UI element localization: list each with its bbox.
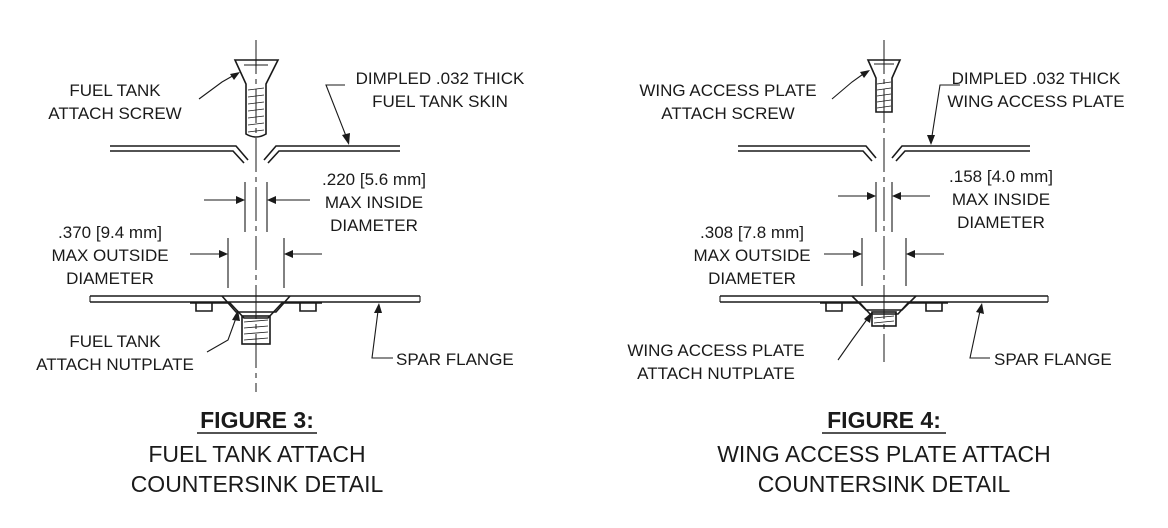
fig4-outside-arrow-right [906,250,915,258]
fig4-inside-dim-2: MAX INSIDE [952,190,1050,209]
fig3-skin-leader [325,84,347,137]
fig4-inside-dim-3: DIAMETER [957,213,1045,232]
fig3-screw [233,59,280,138]
fig3-subtitle-1: FUEL TANK ATTACH [148,441,365,467]
fig4-inside-arrow-right [892,192,901,200]
figure-4: WING ACCESS PLATE ATTACH SCREW DIMPLED .… [627,40,1125,497]
fig4-outside-arrow-left [853,250,862,258]
fig4-screw-label-1: WING ACCESS PLATE [639,81,816,100]
fig4-subtitle-2: COUNTERSINK DETAIL [758,471,1011,497]
fig3-inside-arrow-left [236,196,245,204]
fig4-nutplate-leader [837,317,869,361]
fig3-nutplate-leader [206,317,237,353]
fig3-subtitle-2: COUNTERSINK DETAIL [131,471,384,497]
fig4-skin-leader [931,84,960,137]
fig4-title: FIGURE 4: [827,407,941,433]
fig4-screw-leader [831,71,867,100]
fig4-dimpled-plate [738,145,1030,162]
fig3-skin-label-1: DIMPLED .032 THICK [356,69,525,88]
fig4-nutplate [820,295,948,327]
fig4-skin-label-2: WING ACCESS PLATE [947,92,1124,111]
fig3-outside-arrow-left [219,250,228,258]
fig3-inside-arrow-right [267,196,276,204]
fig4-spar-label: SPAR FLANGE [994,350,1112,369]
fig3-outside-dim-1: .370 [9.4 mm] [58,223,162,242]
fig4-outside-dim-3: DIAMETER [708,269,796,288]
fig4-nutplate-label-2: ATTACH NUTPLATE [637,364,795,383]
fig3-title: FIGURE 3: [200,407,314,433]
fig4-nutplate-label-1: WING ACCESS PLATE [627,341,804,360]
fig3-screw-label-2: ATTACH SCREW [48,104,181,123]
fig3-inside-dim-3: DIAMETER [330,216,418,235]
fig4-outside-dim-2: MAX OUTSIDE [693,246,810,265]
fig3-screw-leader [198,73,237,100]
fig3-inside-dim-2: MAX INSIDE [325,193,423,212]
fig4-inside-arrow-left [867,192,876,200]
fig3-spar-leader [371,310,393,359]
fig3-nutplate [190,295,322,345]
fig3-dimpled-skin [110,145,400,164]
fig4-screw-label-2: ATTACH SCREW [661,104,794,123]
fig3-spar-flange [89,295,421,303]
fig3-outside-arrow-right [284,250,293,258]
fig4-screw [866,59,902,113]
fig4-spar-leader [969,310,990,359]
fig3-outside-dim-3: DIAMETER [66,269,154,288]
fig4-subtitle-1: WING ACCESS PLATE ATTACH [717,441,1051,467]
fig3-spar-label: SPAR FLANGE [396,350,514,369]
fig3-inside-dim-1: .220 [5.6 mm] [322,170,426,189]
fig3-nutplate-label-1: FUEL TANK [69,332,161,351]
fig3-screw-label-1: FUEL TANK [69,81,161,100]
fig3-outside-dim-2: MAX OUTSIDE [51,246,168,265]
fig4-spar-flange [719,295,1049,303]
fig3-skin-label-2: FUEL TANK SKIN [372,92,508,111]
fig4-outside-dim-1: .308 [7.8 mm] [700,223,804,242]
figure-3: FUEL TANK ATTACH SCREW DIMPLED .032 THIC… [36,40,525,497]
fig4-inside-dim-1: .158 [4.0 mm] [949,167,1053,186]
fig4-skin-label-1: DIMPLED .032 THICK [952,69,1121,88]
fig3-nutplate-label-2: ATTACH NUTPLATE [36,355,194,374]
